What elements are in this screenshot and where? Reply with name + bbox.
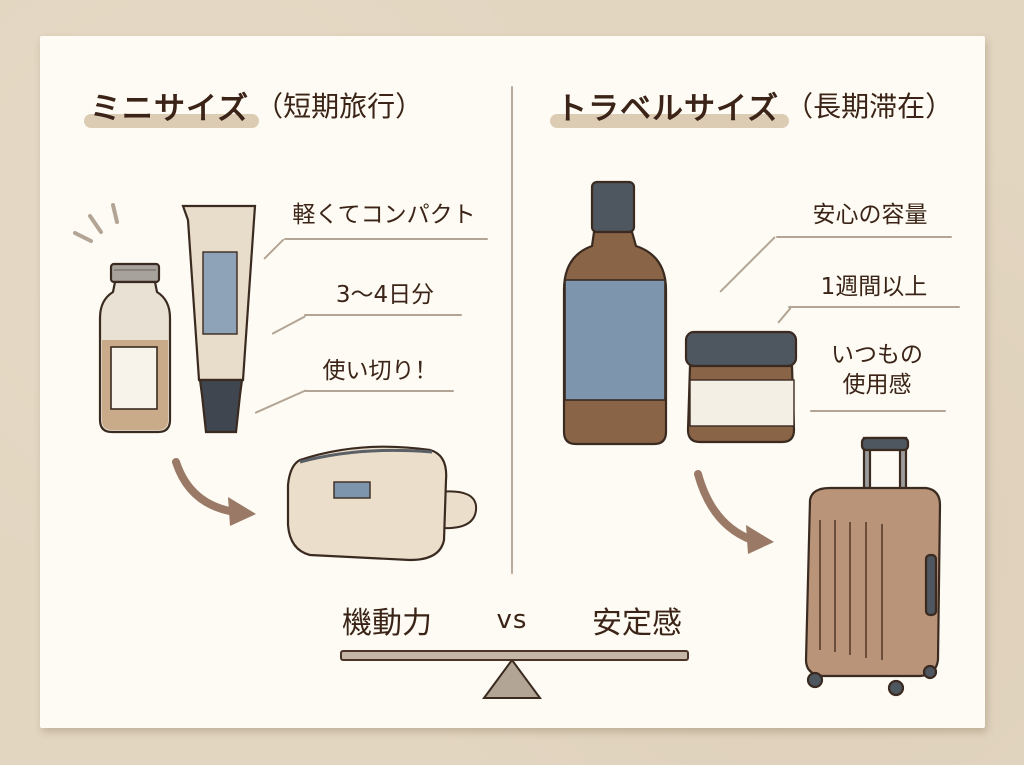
- balance-label: 機動力 vs 安定感: [342, 598, 682, 642]
- right-arrow-icon: [694, 470, 774, 554]
- right-heading-main: トラベルサイズ: [549, 83, 790, 128]
- left-callout-3: 使い切り！: [322, 358, 438, 384]
- right-callout-3: いつもの 使用感: [831, 342, 923, 398]
- balance-vs: vs: [496, 605, 528, 635]
- left-callout-2-underline: [304, 314, 462, 316]
- suitcase-icon: [804, 436, 942, 697]
- large-bottle-icon: [562, 180, 668, 446]
- left-callout-3-underline: [304, 390, 454, 392]
- right-callout-3-underline: [810, 410, 946, 412]
- right-callout-1-underline: [776, 236, 952, 238]
- sparkle-icon: [73, 203, 119, 243]
- right-callout-1: 安心の容量: [812, 202, 928, 228]
- left-callout-1-underline: [284, 238, 488, 240]
- balance-beam: [340, 650, 689, 661]
- right-callout-2-underline: [788, 306, 960, 308]
- left-callout-2: 3〜4日分: [335, 282, 435, 308]
- left-heading-sub: （短期旅行）: [255, 90, 424, 123]
- small-tube-icon: [181, 204, 257, 434]
- balance-right-term: 安定感: [592, 606, 682, 641]
- right-callout-2: 1週間以上: [820, 274, 928, 300]
- right-heading-sub: （長期滞在）: [785, 90, 954, 123]
- left-heading-main: ミニサイズ: [83, 83, 260, 128]
- cream-jar-icon: [684, 330, 798, 444]
- toiletry-pouch-icon: [286, 445, 478, 562]
- right-panel-heading: トラベルサイズ （長期滞在）: [549, 80, 954, 130]
- small-glass-bottle-icon: [98, 262, 172, 434]
- left-arrow-icon: [172, 458, 256, 526]
- left-callout-1: 軽くてコンパクト: [292, 202, 476, 228]
- balance-left-term: 機動力: [342, 606, 432, 641]
- center-divider: [511, 86, 513, 574]
- left-panel-heading: ミニサイズ （短期旅行）: [83, 80, 424, 130]
- fulcrum-icon: [482, 658, 542, 699]
